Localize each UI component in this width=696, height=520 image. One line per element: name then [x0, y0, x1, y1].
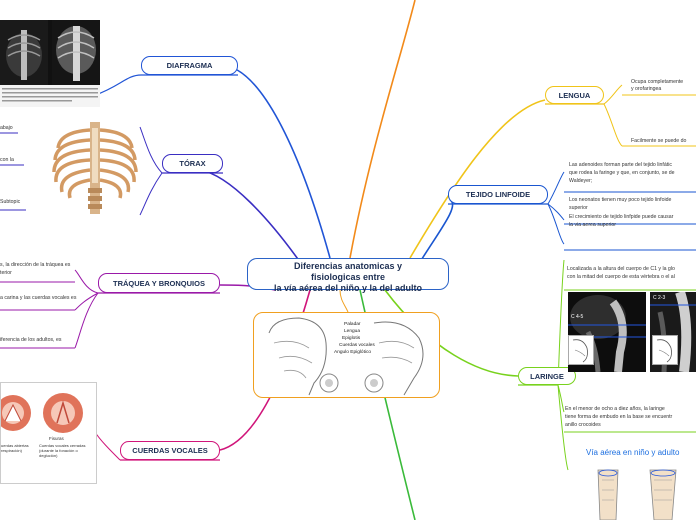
branch-cuerdas-label: CUERDAS VOCALES [132, 446, 208, 455]
laringe-note-5: anillo crocoides [565, 422, 601, 428]
xray-left-label: C 4-5 [571, 314, 584, 320]
laringe-sketch-child [568, 335, 594, 365]
branch-laringe-label: LARINGE [530, 371, 564, 381]
cuerdas-abiertas-label: uerdas abiertas respiración) [1, 443, 29, 453]
branch-traquea-label: TRÁQUEA Y BRONQUIOS [113, 278, 205, 288]
branch-lengua[interactable]: LENGUA [545, 86, 604, 104]
central-topic[interactable]: Diferencias anatomicas y fisiologicas en… [247, 258, 449, 293]
traquea-note-1: s, la dirección de la tráquea es [0, 262, 71, 268]
anatomy-label-epiglotis: Epiglotis [342, 336, 361, 341]
torax-ribcage-image [50, 118, 140, 218]
cuerdas-closed-label: Cuerdas vocales cerradas (durante la fon… [39, 443, 86, 458]
anatomy-label-cuerdas: Cuerdas vocales [339, 343, 375, 348]
traquea-note-3: a carina y las cuerdas vocales es [0, 295, 77, 301]
lengua-note-3: Facilmente se puede do [631, 138, 687, 144]
tejido-note-2: que rodea la faringe y que, en conjunto,… [569, 170, 675, 176]
central-title-line1: Diferencias anatomicas y [293, 261, 403, 271]
tejido-note-3: Waldeyer; [569, 178, 593, 184]
diafragma-xray-image [0, 20, 100, 85]
cuerdas-open-label: Fisuras [49, 436, 64, 441]
anatomy-label-lengua: Lengua [344, 329, 361, 334]
xray-right-label: C 2-3 [653, 295, 666, 301]
branch-traquea[interactable]: TRÁQUEA Y BRONQUIOS [98, 273, 220, 293]
tejido-note-6: El crecimiento de tejido linfpide puede … [569, 214, 674, 220]
laringe-note-2: con la mitad del cuerpo de esta vértebra… [567, 274, 675, 280]
anatomy-label-angulo: Angulo Epiglótico [334, 350, 372, 355]
central-title-line2: fisiologicas entre [310, 272, 386, 282]
branch-cuerdas[interactable]: CUERDAS VOCALES [120, 441, 220, 460]
diafragma-image-caption-block [0, 85, 100, 107]
tejido-note-7: la via aerea superior [569, 222, 617, 228]
lengua-note-1: Ocupa completamente [631, 79, 684, 85]
branch-torax-label: TÓRAX [179, 159, 206, 168]
branch-laringe[interactable]: LARINGE [518, 367, 576, 385]
tejido-note-1: Las adenoides forman parte del tejido li… [569, 162, 672, 168]
tejido-note-4: Los neonatos tienen muy poco tejido linf… [569, 197, 672, 203]
anatomy-illustration: Paladar Lengua Epiglotis Cuerdas vocales… [253, 312, 440, 398]
laringe-note-4: tiene forma de embudo en la base se encu… [565, 414, 673, 420]
branch-tejido-label: TEJIDO LINFOIDE [465, 190, 531, 199]
via-aerea-image [590, 465, 696, 520]
torax-note-2: con la [0, 157, 14, 163]
central-title-line3: la vía aérea del niño y la del adulto [273, 283, 423, 293]
traquea-note-2: terior [0, 270, 12, 276]
branch-diafragma-label: DIAFRAGMA [166, 61, 213, 70]
laringe-note-1: Localizada a la altura del cuerpo de C1 … [567, 266, 675, 272]
laringe-sketch-adult [652, 335, 678, 365]
lengua-note-2: y orofaringea [631, 86, 662, 92]
torax-note-3[interactable]: Subtopic [0, 199, 21, 205]
branch-lengua-label: LENGUA [558, 90, 591, 100]
tejido-note-5: superior [569, 205, 588, 211]
laringe-note-3: En el menor de ocho a diez años, la lari… [565, 406, 665, 412]
branch-tejido[interactable]: TEJIDO LINFOIDE [448, 185, 548, 204]
branch-diafragma[interactable]: DIAFRAGMA [141, 56, 238, 75]
traquea-note-4: iferencia de los adultos, es [0, 337, 62, 343]
branch-torax[interactable]: TÓRAX [162, 154, 223, 173]
cuerdas-vocales-image: Fisuras uerdas abiertas respiración) Cue… [0, 382, 97, 484]
via-aerea-caption: Vía aérea en niño y adulto [586, 448, 680, 457]
anatomy-label-paladar: Paladar [344, 322, 361, 327]
torax-note-1: abajo [0, 125, 13, 131]
